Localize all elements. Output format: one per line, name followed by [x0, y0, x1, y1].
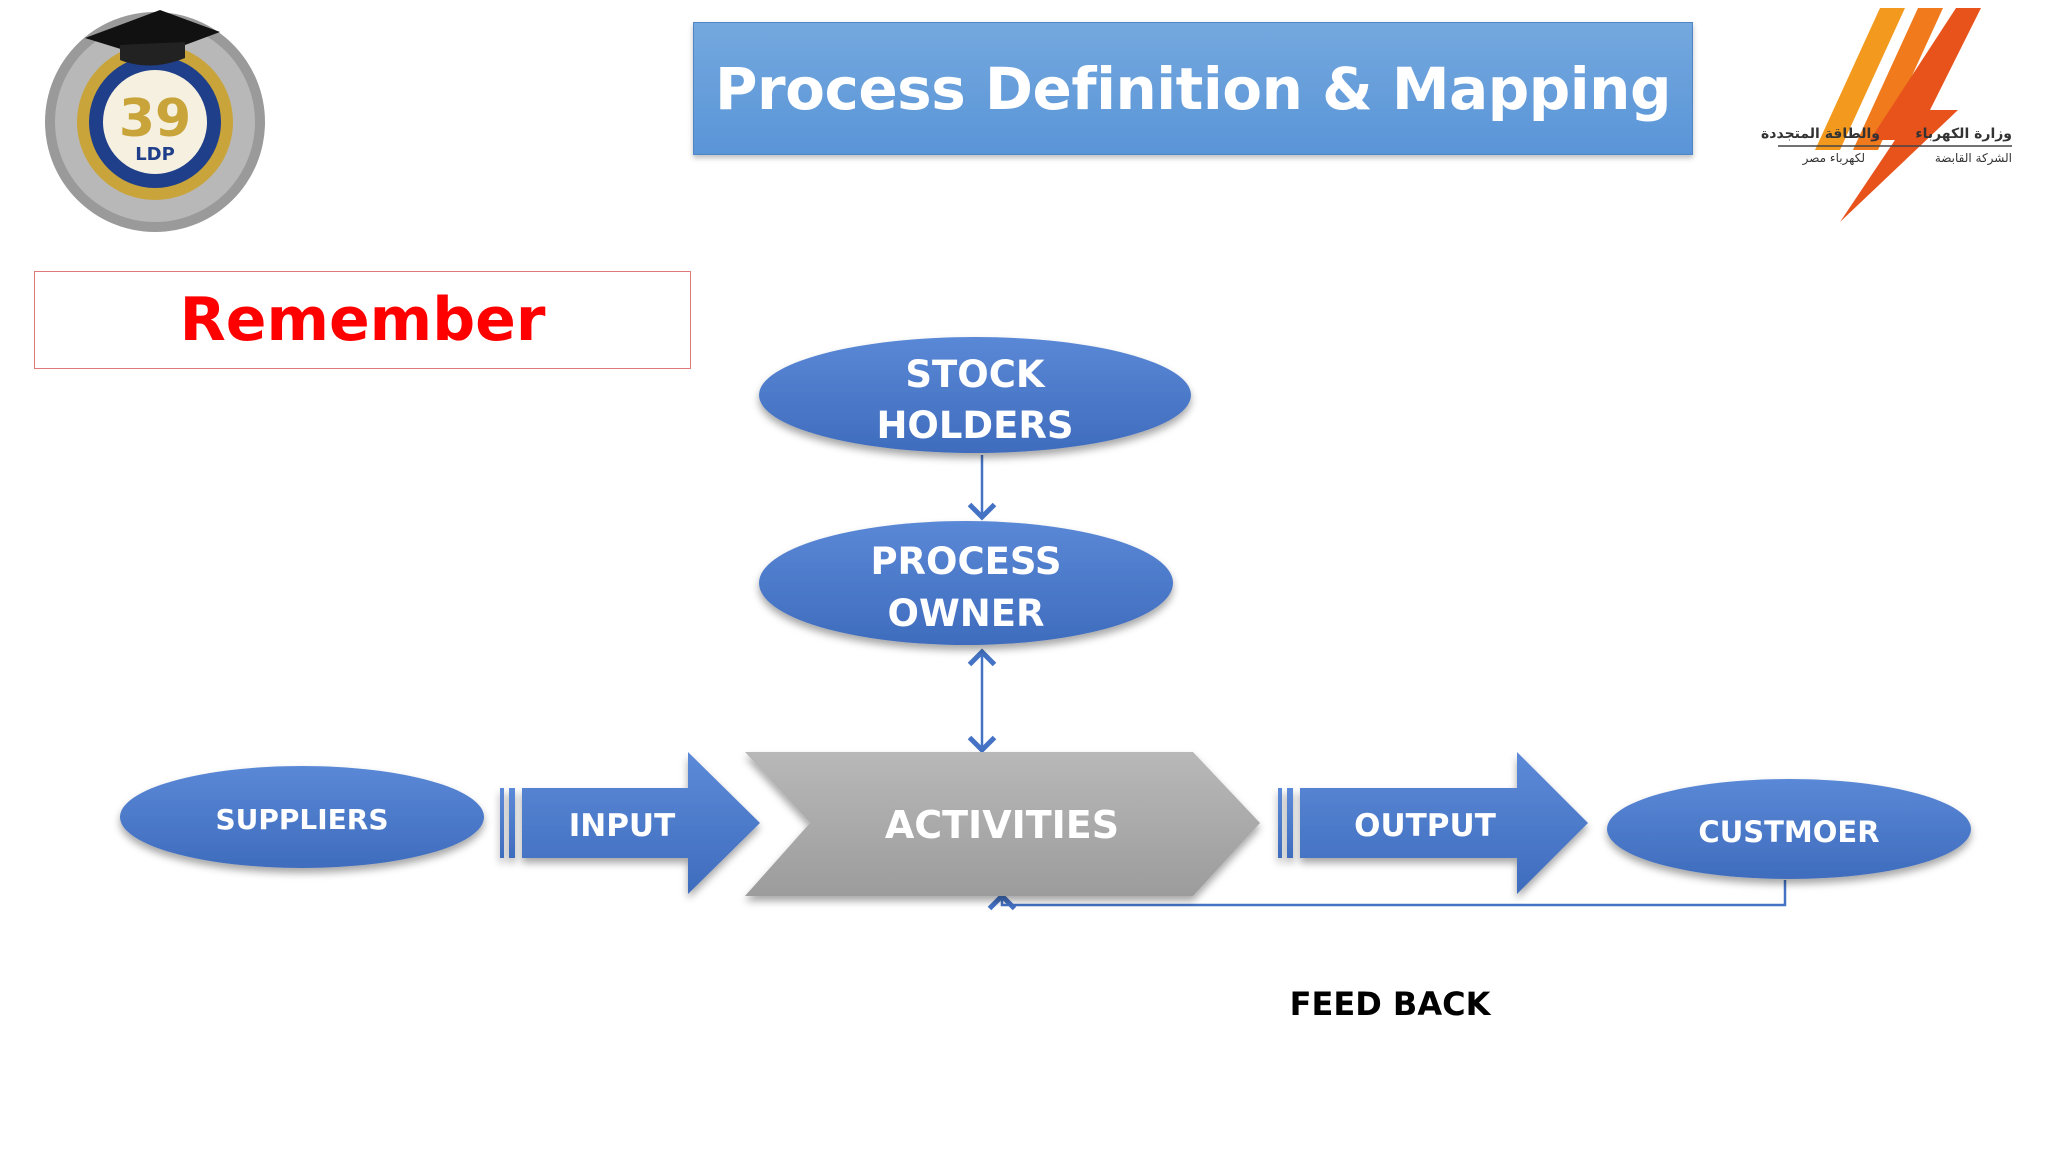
activities-label: ACTIVITIES: [885, 803, 1119, 847]
activities-chevron: [745, 752, 1260, 896]
ministry-text-3: الشركة القابضة: [1935, 151, 2012, 166]
ministry-text-1: وزارة الكهرباء: [1915, 126, 2012, 142]
suppliers-label: SUPPLIERS: [215, 803, 388, 836]
lightning-stripe-1: [1815, 8, 1905, 150]
cap-base: [120, 42, 185, 66]
suppliers-node: SUPPLIERS: [120, 766, 484, 868]
activities-node: ACTIVITIES: [745, 752, 1260, 896]
customer-label: CUSTMOER: [1698, 815, 1879, 849]
process-owner-label-2: OWNER: [888, 592, 1045, 635]
remember-box: Remember: [34, 271, 691, 369]
title-banner: Process Definition & Mapping: [693, 22, 1693, 155]
logo-number: 39: [119, 89, 191, 149]
lightning-bolt-icon: [1840, 8, 1981, 222]
graduation-cap-icon: [85, 10, 220, 58]
input-stripe-2: [509, 788, 515, 858]
input-arrow-body: [522, 752, 760, 894]
customer-ellipse: [1607, 779, 1971, 879]
output-arrow: OUTPUT: [1278, 752, 1588, 894]
feedback-label: FEED BACK: [1289, 985, 1491, 1023]
output-stripe-1: [1278, 788, 1282, 858]
ministry-text-2: والطاقة المتجددة: [1761, 126, 1880, 142]
process-owner-node: PROCESS OWNER: [759, 521, 1173, 645]
ministry-logo: وزارة الكهرباء والطاقة المتجددة الشركة ا…: [1761, 8, 2012, 222]
logo-ldp-text: LDP: [135, 144, 175, 165]
output-stripe-2: [1287, 788, 1293, 858]
stock-holders-label-2: HOLDERS: [876, 404, 1073, 447]
stock-holders-label-1: STOCK: [905, 353, 1045, 396]
process-owner-label-1: PROCESS: [870, 540, 1061, 583]
feedback-connector: [987, 880, 1787, 911]
remember-label: Remember: [179, 285, 546, 355]
output-label: OUTPUT: [1354, 808, 1496, 844]
lightning-stripe-2: [1853, 8, 1943, 150]
input-label: INPUT: [569, 808, 676, 844]
page-title: Process Definition & Mapping: [715, 54, 1671, 123]
logo-center: [103, 70, 207, 174]
stock-holders-node: STOCK HOLDERS: [759, 337, 1191, 453]
ministry-text-4: لكهرباء مصر: [1802, 151, 1865, 166]
suppliers-ellipse: [120, 766, 484, 868]
process-owner-ellipse: [759, 521, 1173, 645]
ldp-logo: 39 LDP: [45, 10, 265, 232]
output-arrow-body: [1300, 752, 1588, 894]
input-stripe-1: [500, 788, 504, 858]
customer-node: CUSTMOER: [1607, 779, 1971, 879]
input-arrow: INPUT: [500, 752, 760, 894]
stock-holders-ellipse: [759, 337, 1191, 453]
